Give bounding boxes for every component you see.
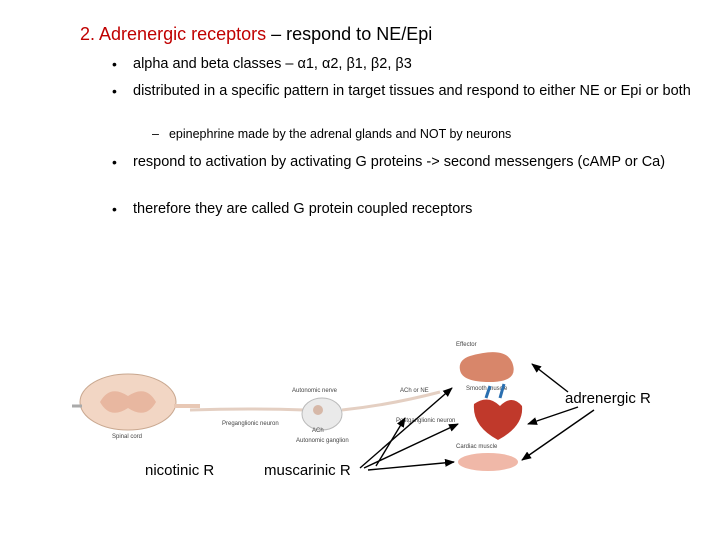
ach-or-ne-label: ACh or NE [400,388,429,394]
heading-number: 2. [80,24,96,44]
bullet-text: alpha and beta classes – α1, α2, β1, β2,… [133,56,412,72]
autonomic-ganglion-label: Autonomic ganglion [296,438,349,444]
bullet-item: • therefore they are called G protein co… [112,199,692,219]
arrow-muscarinic-to-neuron [375,417,406,467]
postganglionic-neuron-image: Autonomic nerve Postganglionic neuron AC… [292,388,455,424]
arrow-muscarinic-to-smooth [359,387,453,469]
slide-heading: 2. Adrenergic receptors – respond to NE/… [80,24,432,45]
adrenergic-r-label: adrenergic R [565,390,651,407]
ach-label: ACh [312,428,324,434]
sub-bullet: –epinephrine made by the adrenal glands … [152,127,511,141]
arrow-muscarinic-to-gland [367,458,455,471]
arrow-to-cardiac-muscle [527,406,579,425]
autonomic-nerve-label: Autonomic nerve [292,388,338,394]
spinal-cord-label: Spinal cord [112,434,142,440]
bullet-dot-icon: • [112,201,117,217]
bullet-text: distributed in a specific pattern in tar… [133,83,691,99]
cardiac-muscle-image: Cardiac muscle [456,383,523,450]
arrow-to-smooth-muscle [531,363,569,393]
nicotinic-r-label: nicotinic R [145,462,215,479]
muscarinic-r-label: muscarinic R [264,462,351,479]
sub-bullet-text: epinephrine made by the adrenal glands a… [168,127,512,141]
smooth-muscle-label: Smooth muscle [466,386,508,392]
bullet-text: respond to activation by activating G pr… [133,154,666,170]
bullet-text: therefore they are called G protein coup… [133,201,473,217]
spinal-cord-image: Spinal cord [72,373,200,440]
bullet-dot-icon: • [112,154,117,170]
gland-image [458,453,518,471]
heading-rest: – respond to NE/Epi [266,24,433,44]
sub-bullet-dash: – [152,127,159,141]
bullet-item: • respond to activation by activating G … [112,152,692,172]
effector-label: Effector [456,342,477,348]
bullet-item: • alpha and beta classes – α1, α2, β1, β… [112,54,692,74]
preganglionic-label: Preganglionic neuron [222,421,279,427]
heading-title: Adrenergic receptors [99,24,267,44]
bullet-dot-icon: • [112,56,117,72]
arrow-to-gland [521,409,595,461]
bullet-item: • distributed in a specific pattern in t… [112,81,692,101]
ganglion-image: ACh Autonomic ganglion [296,397,349,444]
postganglionic-label: Postganglionic neuron [396,418,455,424]
smooth-muscle-image: Smooth muscle [459,352,514,392]
cardiac-muscle-label: Cardiac muscle [456,444,498,450]
bullet-dot-icon: • [112,83,117,99]
preganglionic-neuron-image: Preganglionic neuron [189,407,306,427]
